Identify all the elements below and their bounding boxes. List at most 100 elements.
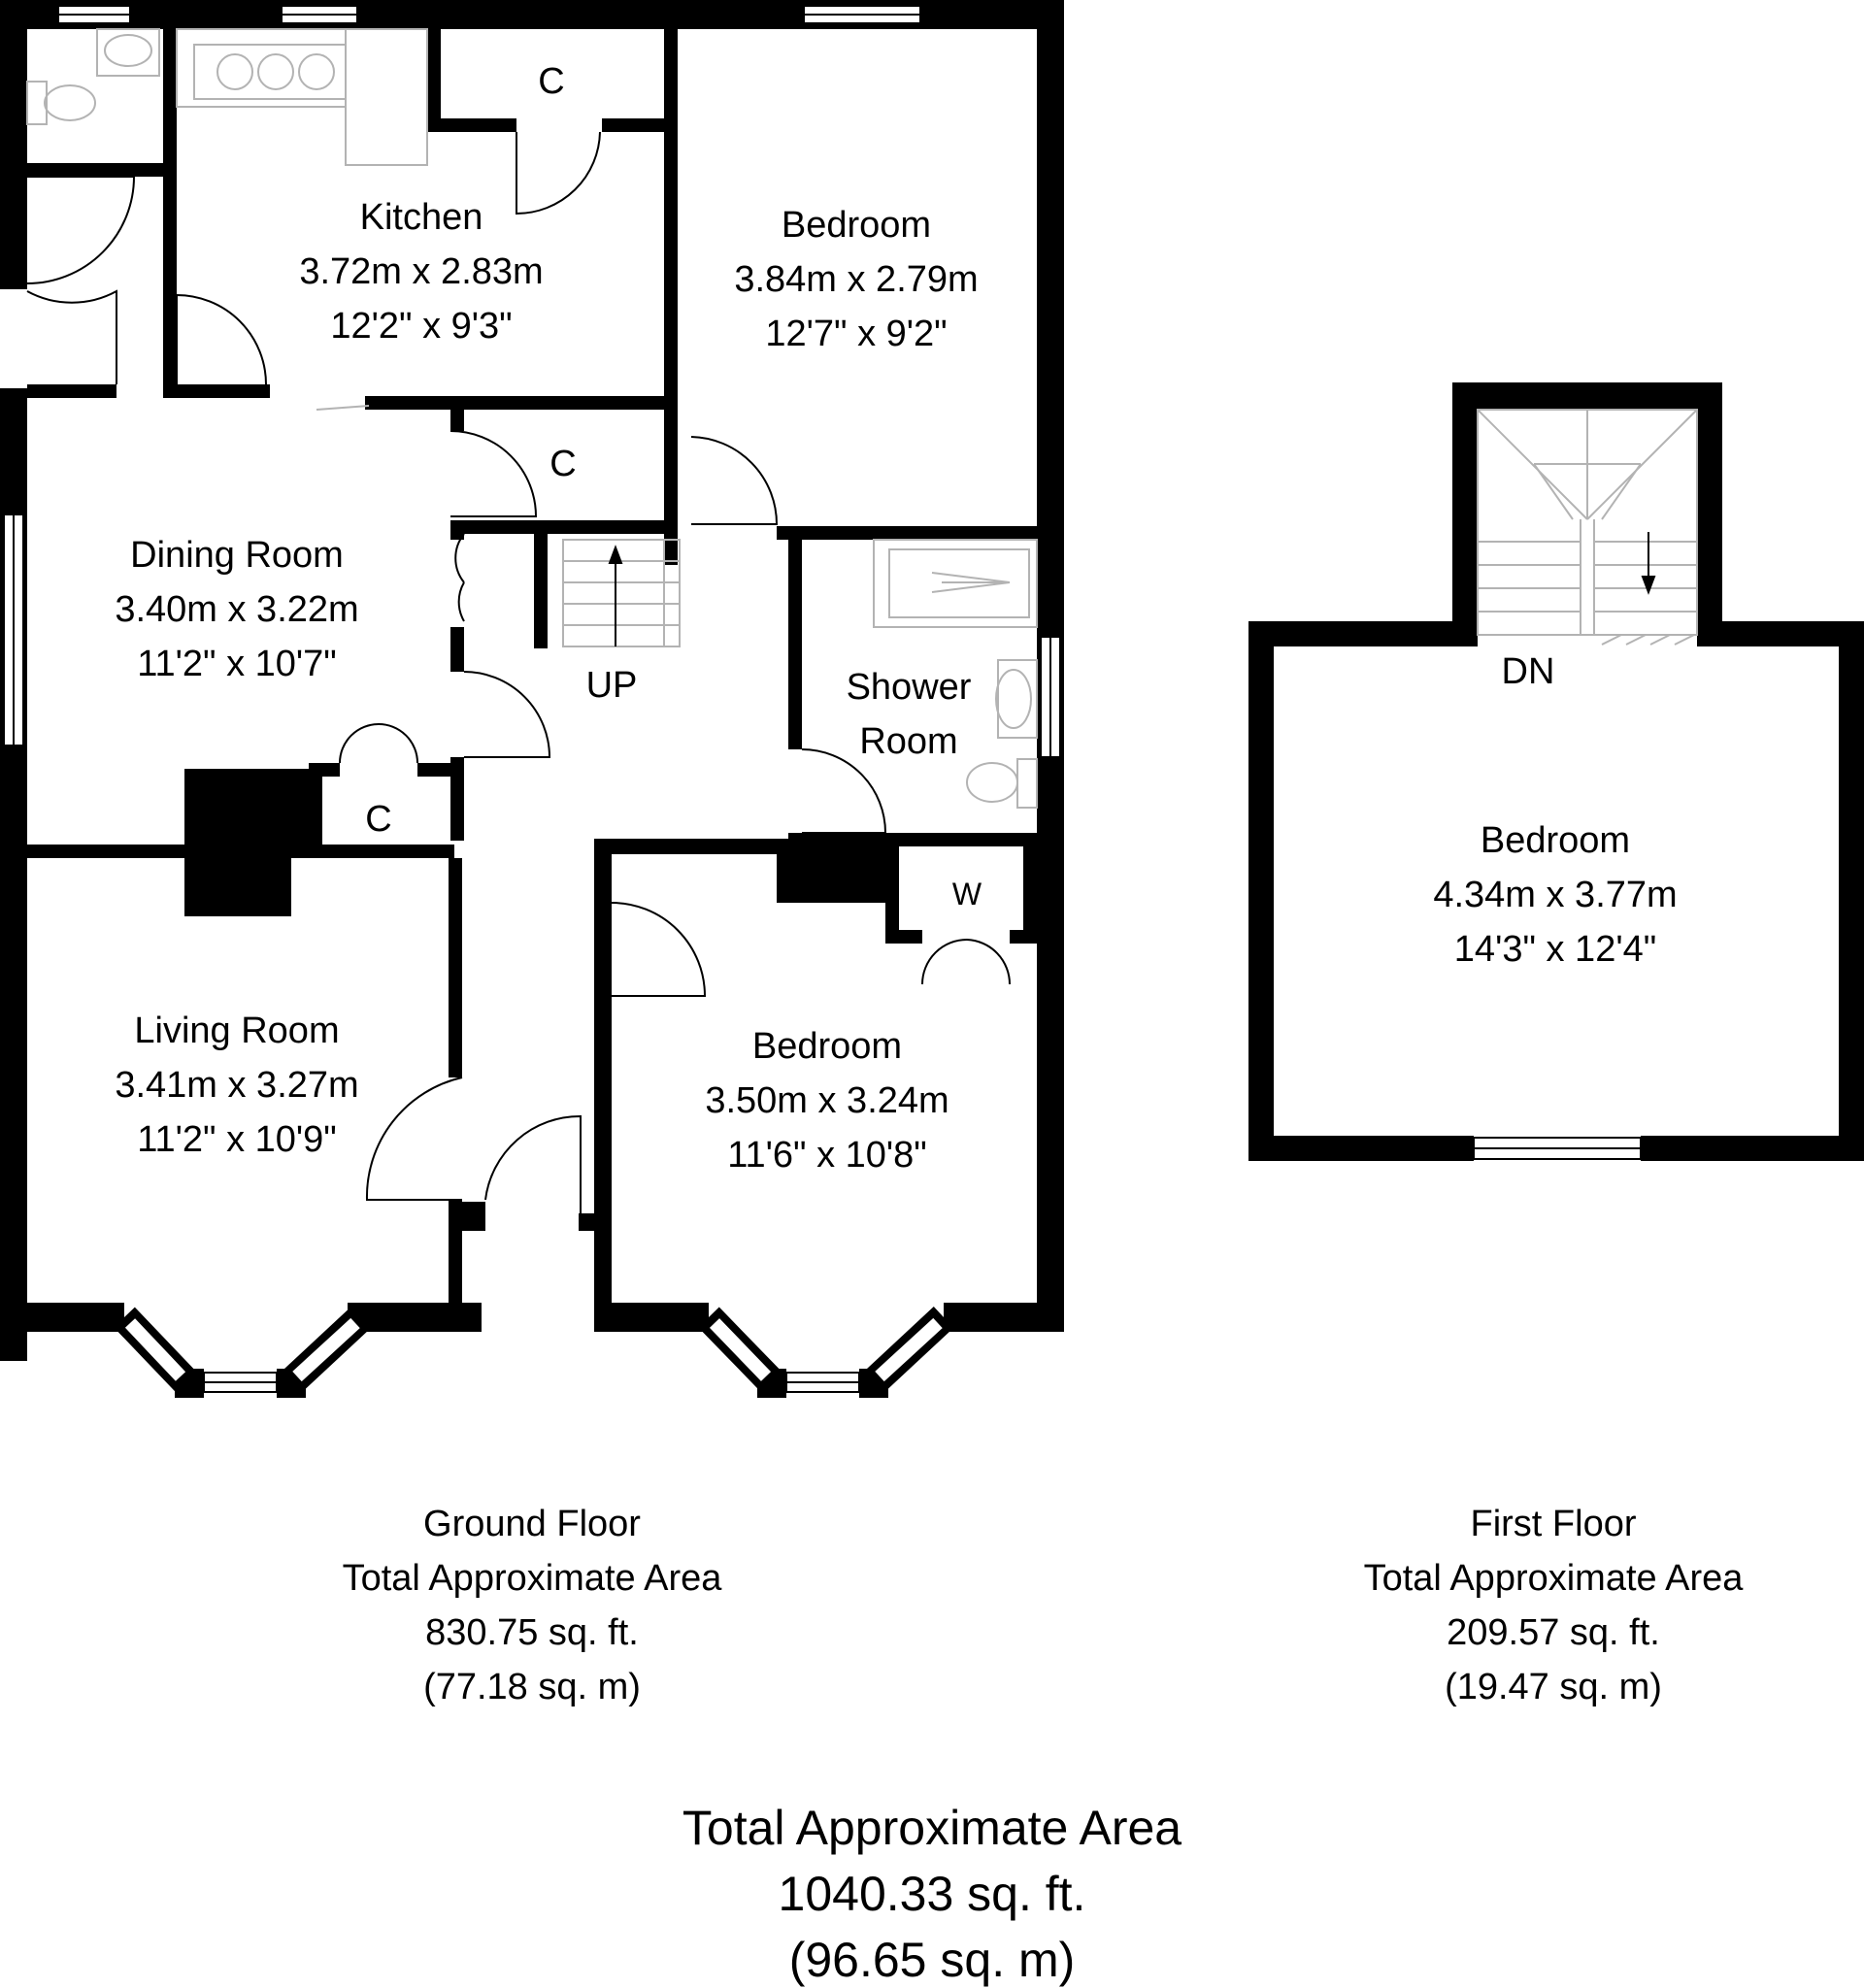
stair-arrow-head — [608, 545, 623, 564]
stair-winder — [1477, 409, 1588, 520]
ground-floor-title: Ground Floor — [423, 1504, 641, 1544]
wall — [1023, 846, 1037, 944]
first-stairs — [1477, 409, 1698, 646]
door — [921, 939, 968, 985]
wall — [0, 1303, 124, 1332]
door — [463, 671, 551, 758]
stair-winder — [1586, 409, 1698, 520]
stairs-up-label: UP — [586, 665, 638, 706]
bedroom-front-name: Bedroom — [752, 1026, 902, 1067]
first-bedroom-imperial: 14'3" x 12'4" — [1454, 929, 1656, 970]
ground-stairs — [562, 539, 681, 647]
wall — [1452, 382, 1722, 410]
wall — [309, 765, 322, 845]
toilet-pan — [44, 84, 96, 121]
door — [176, 293, 267, 385]
ground-floor-sqft: 830.75 sq. ft. — [425, 1612, 639, 1653]
ground-stairs-arrow — [608, 545, 623, 646]
wall — [602, 118, 678, 132]
wc-fittings — [26, 28, 160, 125]
wall — [0, 0, 27, 289]
first-floor-window — [1473, 1137, 1642, 1160]
basin — [997, 659, 1038, 739]
door — [339, 723, 380, 764]
wall — [309, 763, 340, 777]
hall-cupboard-label: C — [549, 444, 576, 484]
ground-floor-subtitle: Total Approximate Area — [343, 1558, 723, 1599]
kitchen-sliding-door — [316, 405, 370, 411]
wall — [1452, 382, 1478, 646]
kitchen-metric: 3.72m x 2.83m — [299, 251, 543, 292]
toilet-cistern — [26, 81, 48, 125]
door-swings — [26, 131, 1012, 1213]
wall — [1641, 1136, 1864, 1161]
first-floor-title: First Floor — [1471, 1504, 1637, 1544]
first-floor-subtitle: Total Approximate Area — [1364, 1558, 1745, 1599]
wall — [417, 763, 454, 777]
bedroom-rear-metric: 3.84m x 2.79m — [734, 259, 978, 300]
shower-name-2: Room — [859, 721, 957, 762]
bedroom-front-metric: 3.50m x 3.24m — [705, 1080, 949, 1121]
basin-bowl — [104, 34, 152, 67]
stair-hatch — [1625, 634, 1647, 646]
living-imperial: 11'2" x 10'9" — [137, 1119, 337, 1160]
dining-name: Dining Room — [130, 535, 344, 576]
basin — [96, 28, 160, 77]
door — [365, 1077, 463, 1201]
dining-cupboard-label: C — [365, 799, 391, 840]
wall — [594, 1303, 709, 1332]
wall — [27, 163, 163, 177]
first-floor-labels: DN Bedroom 4.34m x 3.77m 14'3" x 12'4" — [1433, 651, 1677, 970]
wall — [1248, 621, 1274, 1161]
door — [449, 430, 538, 517]
shower-spray — [931, 572, 1011, 583]
shower-fittings — [873, 539, 1038, 809]
wall — [27, 384, 116, 398]
hob — [193, 44, 347, 100]
chimney — [184, 858, 291, 916]
bay-glass — [124, 1318, 186, 1381]
wall — [885, 846, 899, 944]
ground-floor-labels: Kitchen 3.72m x 2.83m 12'2" x 9'3" Bedro… — [115, 61, 982, 1176]
wall — [450, 526, 464, 540]
kitchen-fittings — [176, 28, 428, 411]
basin-bowl — [995, 669, 1032, 729]
stair-winder — [1533, 463, 1574, 520]
toilet-cistern — [1016, 758, 1038, 809]
wall — [788, 833, 1037, 846]
wall — [449, 1200, 462, 1332]
wall — [462, 1202, 485, 1231]
living-name: Living Room — [134, 1011, 339, 1051]
shower-tray-inner — [888, 548, 1030, 618]
bay-glass — [292, 1317, 360, 1382]
bay-glass — [709, 1318, 772, 1381]
ground-floor-sqm: (77.18 sq. m) — [423, 1667, 641, 1707]
total-title: Total Approximate Area — [682, 1801, 1182, 1855]
first-bedroom-name: Bedroom — [1481, 820, 1630, 861]
first-floor-walls — [1248, 382, 1864, 1161]
windows — [3, 5, 1061, 1393]
door — [801, 748, 887, 834]
kitchen-cupboard-label: C — [538, 61, 564, 102]
wall — [365, 396, 678, 410]
kitchen-imperial: 12'2" x 9'3" — [330, 306, 512, 347]
wall — [594, 839, 796, 854]
total-sqft: 1040.33 sq. ft. — [779, 1867, 1086, 1921]
hob-ring — [257, 53, 294, 90]
wall — [450, 396, 464, 431]
stairs-down-label: DN — [1502, 651, 1555, 692]
door — [26, 289, 117, 384]
door — [457, 581, 465, 622]
wall — [777, 526, 1037, 540]
stair-flight — [562, 539, 681, 647]
kitchen-name: Kitchen — [360, 197, 483, 238]
wall — [427, 118, 516, 132]
first-floor-sqm: (19.47 sq. m) — [1445, 1667, 1662, 1707]
bay-glazing — [124, 1317, 943, 1382]
door — [378, 723, 418, 764]
wall — [449, 858, 462, 1077]
wall — [1697, 382, 1722, 646]
hob-ring — [216, 53, 253, 90]
worktop — [176, 28, 347, 108]
wardrobe-label: W — [952, 877, 982, 911]
